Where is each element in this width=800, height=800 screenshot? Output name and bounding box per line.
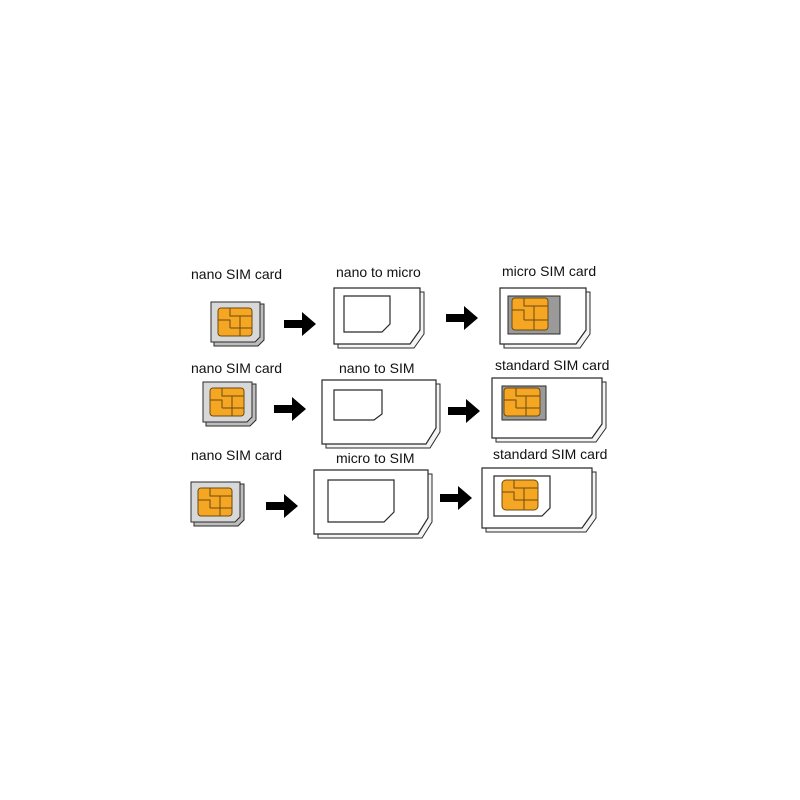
row1-nano-sim-card: [210, 301, 265, 347]
row1-arrow-2: [446, 306, 478, 330]
row1-arrow-1: [284, 312, 316, 336]
row1-source-label: nano SIM card: [191, 266, 283, 282]
row3-source-label: nano SIM card: [191, 447, 283, 463]
row1-adapter-label: nano to micro: [336, 264, 421, 280]
row2-arrow-1: [274, 397, 306, 421]
row3-arrow-2: [440, 486, 472, 510]
row2-result-label: standard SIM card: [495, 357, 610, 373]
row2-arrow-2: [448, 399, 480, 423]
row2-source-label: nano SIM card: [191, 360, 283, 376]
row3-result-label: standard SIM card: [493, 446, 608, 462]
row3-arrow-1: [266, 494, 298, 518]
row1-micro-sim-result: [499, 287, 591, 349]
row1-result-label: micro SIM card: [502, 263, 597, 279]
row2-nano-sim-card: [202, 381, 257, 427]
row3-adapter-label: micro to SIM: [336, 450, 415, 466]
row3-standard-sim-result: [481, 467, 597, 533]
row3-nano-sim-card: [190, 481, 245, 527]
row2-adapter-label: nano to SIM: [339, 360, 415, 376]
row2-nano-to-sim-adapter: [321, 379, 441, 449]
row3-micro-to-sim-adapter: [313, 469, 433, 539]
row2-standard-sim-result: [491, 377, 607, 443]
row1-nano-to-micro-adapter: [333, 287, 425, 349]
